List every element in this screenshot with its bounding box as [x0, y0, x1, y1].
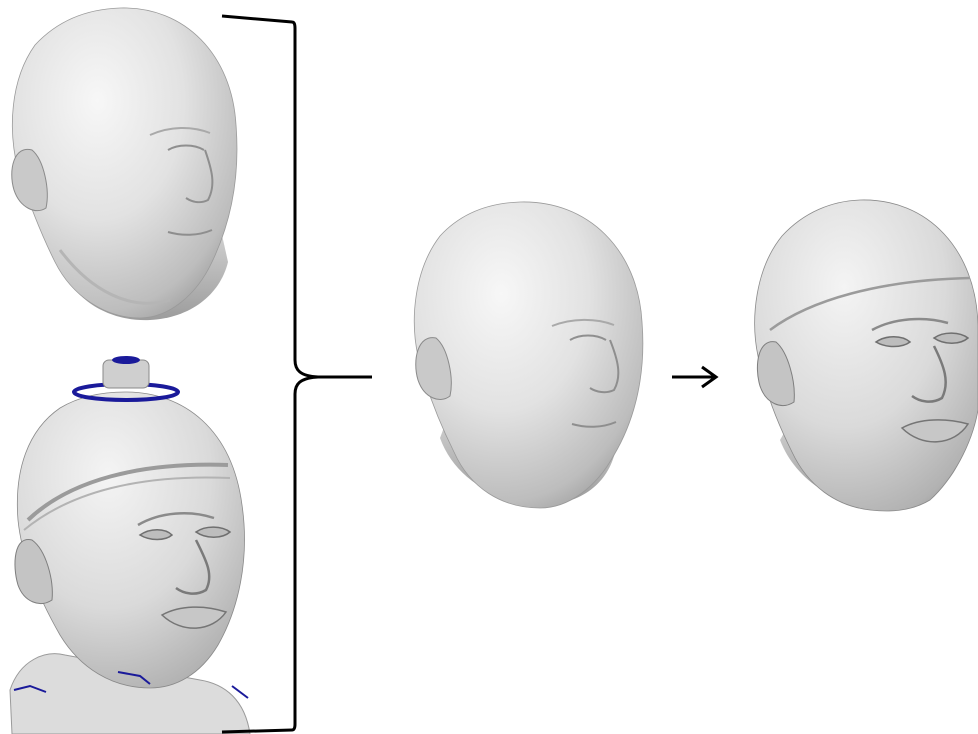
raw-scan-cap-band — [26, 462, 229, 522]
template-head-eye — [167, 144, 205, 151]
aligned-head-eye — [569, 334, 607, 341]
raw-scan-nose — [175, 539, 211, 595]
template-head-brow — [149, 127, 211, 136]
template-head-ear — [11, 148, 48, 212]
process-arrow — [672, 365, 719, 389]
fitted-result-head-mesh — [754, 199, 978, 512]
aligned-head-nose — [589, 339, 620, 394]
aligned-head-mouth — [571, 421, 617, 428]
raw-scan-eye-right — [194, 526, 232, 538]
raw-scan-ear — [14, 539, 53, 604]
arrow-head — [701, 365, 719, 389]
template-head-jaw-shadow — [58, 249, 171, 305]
fitted-head-eye-right — [932, 332, 970, 344]
aligned-template-head-mesh — [413, 201, 644, 509]
raw-scan-stub-cap — [112, 356, 140, 364]
template-head-skull — [12, 7, 238, 319]
aligned-head-ear — [415, 337, 452, 400]
template-head-nose — [185, 149, 214, 204]
raw-scan-lips — [160, 606, 228, 629]
raw-scan-top-stub — [102, 359, 150, 389]
aligned-head-brow — [551, 318, 615, 327]
fitted-head-eye-left — [874, 336, 912, 348]
raw-scan-shoulders — [9, 653, 251, 734]
raw-scan-brow — [137, 512, 215, 527]
fitted-head-hairline — [769, 276, 971, 332]
aligned-head-skull — [413, 201, 644, 509]
fitted-head-skull — [754, 199, 978, 512]
fitted-head-lips — [900, 419, 970, 443]
template-head-mesh — [11, 7, 238, 321]
raw-scan-eye-left — [138, 529, 174, 541]
raw-scan-head-mesh — [9, 356, 251, 734]
raw-scan-jaw-noise — [13, 671, 249, 699]
template-head-mouth — [167, 229, 213, 236]
merge-brace — [221, 14, 372, 734]
raw-scan-skull — [16, 391, 245, 689]
fitted-head-brow — [871, 317, 949, 332]
raw-scan-cap-band-2 — [23, 476, 231, 531]
fitted-head-ear — [756, 341, 795, 406]
fitted-head-nose — [911, 345, 947, 403]
